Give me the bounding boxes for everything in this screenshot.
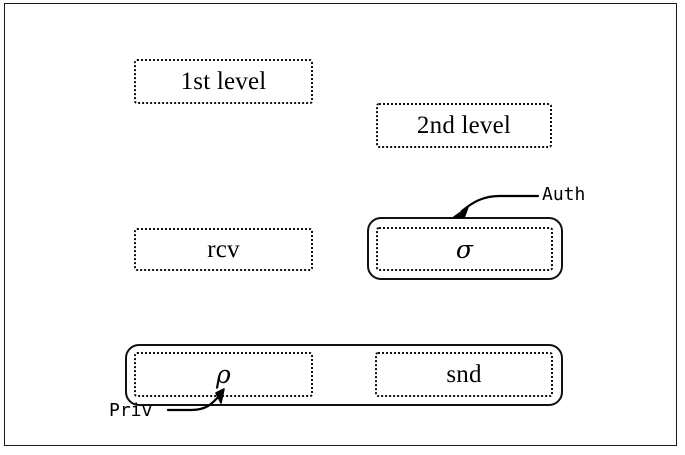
box-sigma-label: σ bbox=[455, 234, 474, 264]
box-first-level-label: 1st level bbox=[180, 68, 267, 95]
box-rcv: rcv bbox=[134, 228, 313, 271]
annotation-label-auth: Auth bbox=[542, 184, 586, 205]
group-priv bbox=[125, 344, 563, 406]
box-rcv-label: rcv bbox=[207, 236, 240, 263]
box-second-level: 2nd level bbox=[376, 103, 552, 148]
box-first-level: 1st level bbox=[134, 59, 313, 104]
box-snd-label: snd bbox=[446, 361, 482, 388]
box-snd: snd bbox=[375, 352, 553, 397]
box-rho: ρ bbox=[134, 352, 313, 397]
figure-frame: 1st level 2nd level rcv σ ρ snd bbox=[4, 3, 677, 446]
box-second-level-label: 2nd level bbox=[416, 112, 512, 139]
box-sigma: σ bbox=[376, 227, 553, 271]
box-rho-label: ρ bbox=[216, 360, 231, 389]
annotation-label-priv: Priv bbox=[109, 400, 153, 421]
